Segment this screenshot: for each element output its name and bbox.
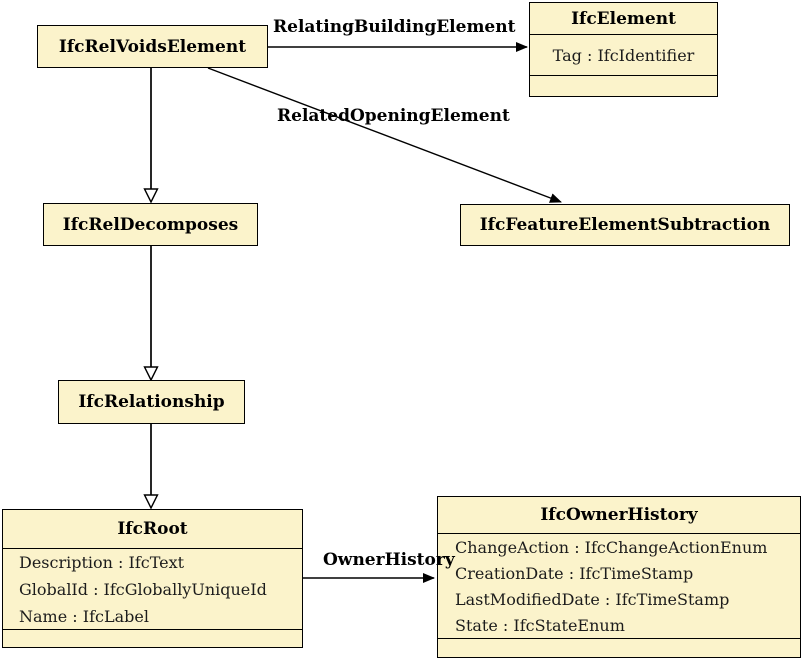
class-box-ifcelement: IfcElement Tag : IfcIdentifier — [529, 2, 718, 97]
generalization-triangle-icon — [143, 494, 159, 510]
generalization-triangle-icon — [143, 188, 159, 204]
class-title: IfcRelDecomposes — [62, 214, 239, 235]
generalization-triangle-icon — [143, 366, 159, 382]
attribute-row: Description : IfcText — [19, 553, 185, 572]
attribute-row: Name : IfcLabel — [19, 607, 149, 626]
edge-label-related-opening-element: RelatedOpeningElement — [277, 106, 510, 126]
attribute-row: LastModifiedDate : IfcTimeStamp — [455, 590, 730, 609]
class-box-ifcfeatureelementsubtraction: IfcFeatureElementSubtraction — [460, 204, 790, 246]
class-box-ifcreldecomposes: IfcRelDecomposes — [43, 203, 258, 246]
class-attributes: Description : IfcText GlobalId : IfcGlob… — [3, 548, 302, 629]
class-box-ifcownerhistory: IfcOwnerHistory ChangeAction : IfcChange… — [437, 496, 801, 658]
class-attributes: Tag : IfcIdentifier — [530, 34, 717, 75]
association-edge-related-opening-element — [207, 67, 562, 203]
class-title: IfcRelationship — [78, 392, 225, 412]
class-operations-compartment — [3, 629, 302, 647]
class-title: IfcElement — [571, 8, 676, 29]
attribute-row: Tag : IfcIdentifier — [552, 45, 695, 65]
class-title: IfcRelVoidsElement — [58, 36, 247, 57]
attribute-row: GlobalId : IfcGloballyUniqueId — [19, 580, 267, 599]
class-box-ifcrelvoidselement: IfcRelVoidsElement — [37, 25, 268, 68]
attribute-row: ChangeAction : IfcChangeActionEnum — [455, 538, 768, 557]
edge-label-relating-building-element: RelatingBuildingElement — [273, 17, 516, 37]
attribute-row: State : IfcStateEnum — [455, 616, 625, 635]
class-box-ifcrelationship: IfcRelationship — [58, 380, 245, 424]
class-box-ifcroot: IfcRoot Description : IfcText GlobalId :… — [2, 509, 303, 648]
class-operations-compartment — [530, 75, 717, 96]
attribute-row: CreationDate : IfcTimeStamp — [455, 564, 694, 583]
class-title: IfcFeatureElementSubtraction — [479, 215, 771, 235]
class-title: IfcRoot — [117, 519, 188, 539]
class-operations-compartment — [438, 638, 800, 657]
edge-label-owner-history: OwnerHistory — [323, 550, 455, 570]
class-title: IfcOwnerHistory — [540, 505, 698, 525]
class-attributes: ChangeAction : IfcChangeActionEnum Creat… — [438, 533, 800, 638]
